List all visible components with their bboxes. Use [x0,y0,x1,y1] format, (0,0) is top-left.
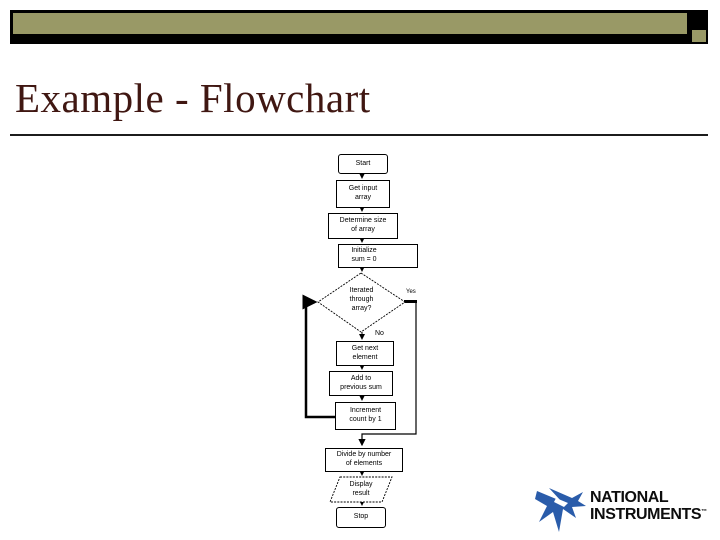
node-get-next-line1: Get next [351,344,379,352]
page-title: Example - Flowchart [15,75,371,121]
flowchart-node-determine-size: Determine size of array [328,213,398,239]
branch-label-no: No [375,330,384,337]
ni-wordmark-line2: INSTRUMENTS™ [590,505,708,523]
node-add-line1: Add to [350,374,372,382]
flowchart-connectors [302,173,417,506]
node-decision-line1: Iterated [349,287,374,294]
top-banner-olive-square [692,30,706,42]
flowchart-node-add-to-sum: Add to previous sum [329,371,393,396]
flowchart-node-divide: Divide by number of elements [325,448,403,472]
node-divide-line1: Divide by number [336,451,392,459]
flowchart-node-initialize: Initialize sum = 0 [338,244,418,268]
ni-eagle-shape [535,488,586,532]
top-banner-olive-bar [13,13,687,34]
node-increment-line2: count by 1 [349,416,382,423]
node-display-line2: result [352,489,370,497]
node-determine-line2: of array [351,226,375,233]
node-get-input-line2: array [355,194,371,201]
ni-trademark: ™ [701,509,708,515]
node-initialize-line2: sum = 0 [351,256,377,263]
loopback-increment-to-decision [302,294,335,419]
node-stop-label: Stop [353,513,369,521]
decision-diamond-shape [317,272,406,333]
flowchart-node-start: Start [338,154,388,174]
node-display-line1: Display [349,481,373,488]
node-start-label: Start [355,159,371,167]
ni-eagle-icon [535,488,586,532]
node-divide-line2: of elements [345,460,383,467]
display-parallelogram-shape [329,476,393,503]
flowchart-node-display-text: Display result [332,481,390,499]
flowchart-node-get-input: Get input array [336,180,390,208]
flowchart-node-increment-count: Increment count by 1 [335,402,396,430]
flowchart-node-stop: Stop [336,507,386,528]
node-get-input-line1: Get input [348,185,378,193]
node-get-next-line2: element [352,353,378,361]
node-decision-line2: through [349,295,374,303]
node-determine-line1: Determine size [339,217,387,225]
branch-label-yes: Yes [406,289,416,295]
flowchart-node-decision-text: Iterated through array? [318,287,405,313]
ni-logo: NATIONAL INSTRUMENTS™ [534,484,714,536]
node-initialize-text: Initialize sum = 0 [339,247,389,265]
ni-eagle-accent [554,498,568,507]
node-increment-line1: Increment [349,407,382,415]
node-initialize-line1: Initialize [351,247,377,255]
flowchart-node-get-next: Get next element [336,341,394,366]
ni-wordmark: NATIONAL INSTRUMENTS™ [590,489,708,523]
title-underline [10,134,708,136]
node-add-line2: previous sum [340,383,382,391]
ni-wordmark-line2-text: INSTRUMENTS [590,506,702,523]
node-decision-line3: array? [351,304,372,312]
ni-wordmark-line1: NATIONAL [590,489,669,506]
